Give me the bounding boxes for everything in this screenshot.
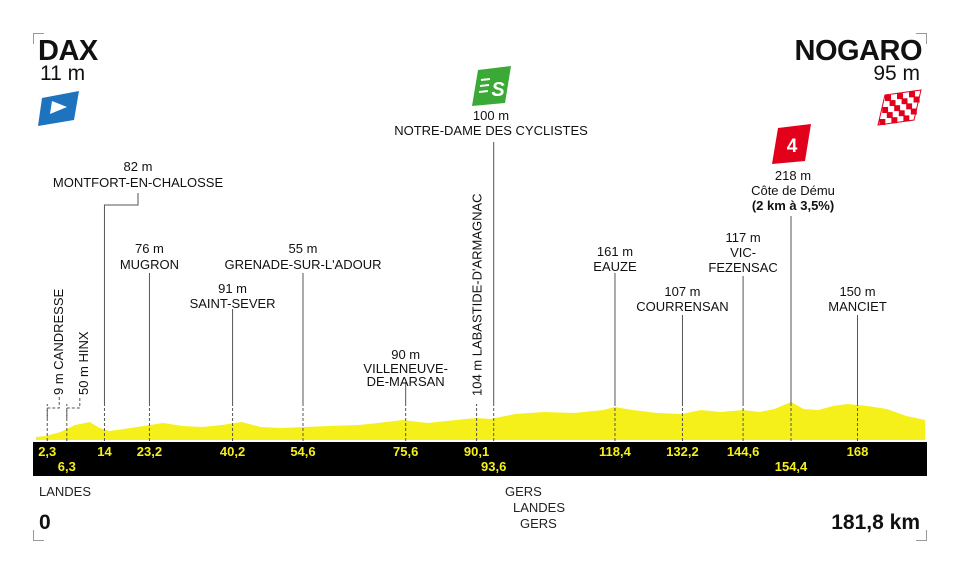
- km-marker-label: 118,4: [599, 444, 632, 459]
- waypoint-name-vertical: 50 m HINX: [76, 331, 91, 395]
- waypoint-altitude: 76 m: [135, 241, 164, 256]
- climb-altitude: 218 m: [775, 168, 811, 183]
- km-band: [33, 442, 927, 476]
- waypoint-name: FEZENSAC: [708, 260, 777, 275]
- km-marker-label: 90,1: [464, 444, 489, 459]
- region-label: LANDES: [39, 484, 92, 499]
- waypoint-name: VILLENEUVE-: [363, 361, 448, 376]
- km-marker-label: 54,6: [290, 444, 315, 459]
- sprint-name: NOTRE-DAME DES CYCLISTES: [394, 123, 588, 138]
- waypoint-altitude: 161 m: [597, 244, 633, 259]
- km-marker-label: 144,6: [727, 444, 760, 459]
- sprint-altitude: 100 m: [473, 108, 509, 123]
- waypoint-name: SAINT-SEVER: [190, 296, 276, 311]
- total-distance: 181,8 km: [831, 511, 920, 534]
- waypoint-name: VIC-: [730, 245, 756, 260]
- climb-detail: (2 km à 3,5%): [752, 198, 834, 213]
- frame-corner: [916, 33, 927, 44]
- finish-altitude: 95 m: [873, 62, 920, 85]
- km-marker-label: 23,2: [137, 444, 162, 459]
- waypoint-altitude: 55 m: [289, 241, 318, 256]
- waypoint-name: GRENADE-SUR-L'ADOUR: [224, 257, 381, 272]
- frame-corner: [916, 530, 927, 541]
- green-sprint-icon: S: [472, 66, 511, 106]
- waypoint-name: COURRENSAN: [636, 299, 728, 314]
- start-town-name: DAX: [38, 35, 98, 67]
- waypoint-name: MONTFORT-EN-CHALOSSE: [53, 175, 224, 190]
- region-label: LANDES: [513, 500, 566, 515]
- waypoint-name-vertical: 104 m LABASTIDE-D'ARMAGNAC: [470, 193, 485, 396]
- waypoint-name: EAUZE: [593, 259, 637, 274]
- checkered-finish-flag-icon: [877, 89, 922, 126]
- km-marker-label: 132,2: [666, 444, 699, 459]
- km-marker-label: 2,3: [38, 444, 56, 459]
- frame-corner: [33, 530, 44, 541]
- km-marker-label: 168: [847, 444, 869, 459]
- km-marker-label: 6,3: [58, 459, 76, 474]
- start-flag-icon: [38, 91, 79, 126]
- finish-town-name: NOGARO: [794, 35, 923, 67]
- waypoint-name-vertical: 9 m CANDRESSE: [51, 288, 66, 395]
- waypoint-altitude: 82 m: [124, 159, 153, 174]
- elevation-profile-area: [36, 402, 925, 440]
- start-altitude: 11 m: [40, 62, 86, 85]
- waypoint-altitude: 150 m: [839, 284, 875, 299]
- waypoint-altitude: 91 m: [218, 281, 247, 296]
- km-marker-label: 14: [97, 444, 112, 459]
- waypoint-name: MUGRON: [120, 257, 179, 272]
- frame-corner: [33, 33, 44, 44]
- waypoint-altitude: 117 m: [726, 230, 761, 245]
- sprint-letter: S: [491, 79, 505, 101]
- red-cat4-climb-icon: 4: [772, 124, 811, 164]
- climb-name: Côte de Dému: [751, 183, 835, 198]
- region-label: GERS: [505, 484, 542, 499]
- waypoint-leader-line: [103, 193, 139, 404]
- km-marker-label: 154,4: [775, 459, 808, 474]
- profile-frame: [33, 33, 927, 541]
- waypoint-name: DE-MARSAN: [367, 374, 445, 389]
- km-marker-label: 75,6: [393, 444, 418, 459]
- climb-category: 4: [787, 136, 798, 157]
- waypoint-name: MANCIET: [828, 299, 887, 314]
- waypoint-altitude: 90 m: [391, 347, 420, 362]
- km-marker-label: 40,2: [220, 444, 245, 459]
- waypoint-altitude: 107 m: [664, 284, 700, 299]
- start-distance: 0: [39, 511, 51, 534]
- region-label: GERS: [520, 516, 557, 531]
- km-marker-label: 93,6: [481, 459, 506, 474]
